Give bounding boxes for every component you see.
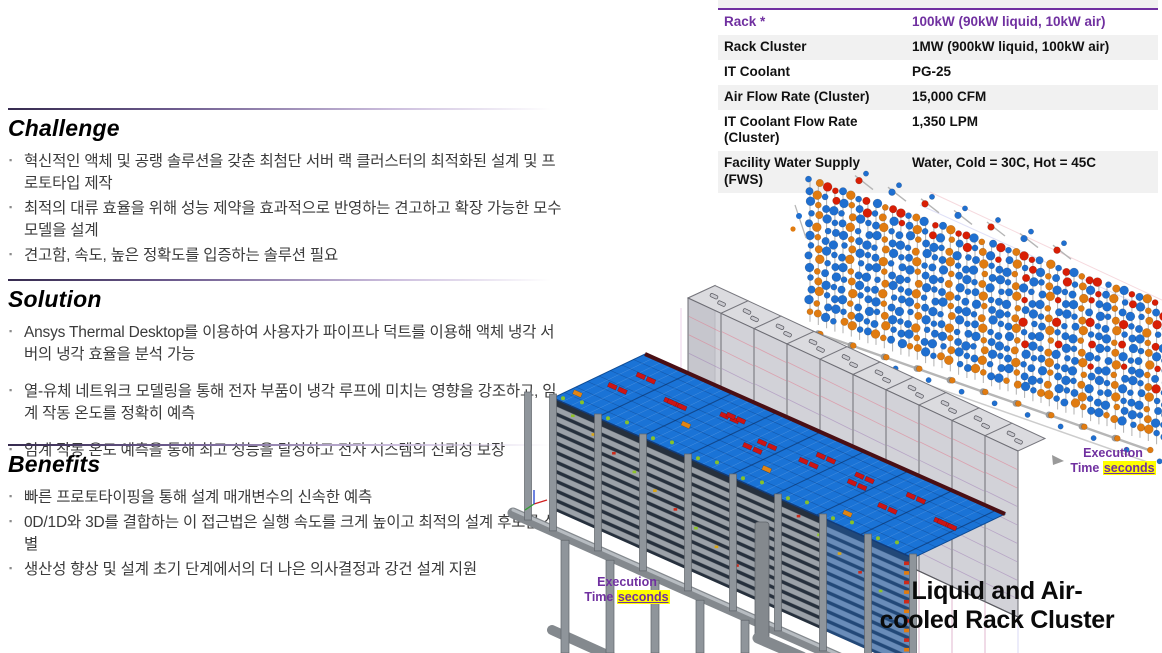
- section-title-solution: Solution: [8, 286, 102, 312]
- bullet-item: ▪ 견고함, 속도, 높은 정확도를 입증하는 솔루션 필요: [8, 245, 562, 267]
- section-divider: [8, 108, 562, 110]
- section-challenge: Challenge ▪ 혁신적인 액체 및 공랭 솔루션을 갖춘 최첨단 서버 랙…: [8, 108, 562, 270]
- spec-label: Rack Cluster: [724, 38, 807, 54]
- spec-value: PG-25: [912, 63, 952, 79]
- bullet-text: 0D/1D와 3D를 결합하는 이 접근법은 실행 속도를 크게 높이고 최적의…: [24, 514, 558, 553]
- bullet-marker: ▪: [9, 326, 12, 336]
- bullet-marker: ▪: [9, 155, 12, 165]
- bullet-marker: ▪: [9, 516, 12, 526]
- bullet-marker: ▪: [9, 202, 12, 212]
- spec-label: Facility Water Supply (FWS): [724, 155, 861, 188]
- execution-line: Execution: [597, 575, 657, 589]
- spec-table-rows: Rack *100kW (90kW liquid, 10kW air)Rack …: [718, 10, 1158, 193]
- bullet-text: 열-유체 네트워크 모델링을 통해 전자 부품이 냉각 루프에 미치는 영향을 …: [24, 383, 557, 422]
- bullet-item: ▪ 혁신적인 액체 및 공랭 솔루션을 갖춘 최첨단 서버 랙 클러스터의 최적화…: [8, 151, 562, 195]
- solution-bullet-list: ▪ Ansys Thermal Desktop를 이용하여 사용자가 파이프나 덕…: [8, 322, 562, 462]
- bullet-marker: ▪: [9, 444, 12, 454]
- bullet-text: 견고함, 속도, 높은 정확도를 입증하는 솔루션 필요: [24, 247, 339, 264]
- bullet-item: ▪ 0D/1D와 3D를 결합하는 이 접근법은 실행 속도를 크게 높이고 최적…: [8, 512, 562, 556]
- spec-value: Water, Cold = 30C, Hot = 45C: [912, 155, 1097, 171]
- execution-line: Execution: [1083, 446, 1143, 460]
- bullet-item: ▪ 빠른 프로토타이핑을 통해 설계 매개변수의 신속한 예측: [8, 487, 562, 509]
- execution-time-label-left: Execution Time seconds: [557, 575, 697, 605]
- seconds-highlight: seconds: [1102, 461, 1156, 475]
- bullet-text: Ansys Thermal Desktop를 이용하여 사용자가 파이프나 덕트…: [24, 324, 555, 363]
- bullet-text: 혁신적인 액체 및 공랭 솔루션을 갖춘 최첨단 서버 랙 클러스터의 최적화된…: [24, 153, 556, 192]
- thermal-network-model: [790, 170, 1162, 466]
- execution-time-label-right: Execution Time seconds: [1043, 446, 1162, 476]
- section-title-challenge: Challenge: [8, 115, 120, 141]
- spec-table: Rack *100kW (90kW liquid, 10kW air)Rack …: [718, 0, 1158, 193]
- bullet-text: 최적의 대류 효율을 위해 성능 제약을 효과적으로 반영하는 견고하고 확장 …: [24, 200, 562, 239]
- spec-table-row: Facility Water Supply (FWS) Water, Cold =…: [718, 151, 1158, 193]
- bullet-item: ▪ 임계 작동 온도 예측을 통해 최고 성능을 달성하고 전자 시스템의 신뢰성…: [8, 440, 562, 462]
- challenge-bullet-list: ▪ 혁신적인 액체 및 공랭 솔루션을 갖춘 최첨단 서버 랙 클러스터의 최적화…: [8, 151, 562, 267]
- bullet-marker: ▪: [9, 491, 12, 501]
- bullet-item: ▪ 최적의 대류 효율을 위해 성능 제약을 효과적으로 반영하는 견고하고 확장…: [8, 198, 562, 242]
- bullet-marker: ▪: [9, 249, 12, 259]
- bullet-marker: ▪: [9, 563, 12, 573]
- bullet-item: ▪ Ansys Thermal Desktop를 이용하여 사용자가 파이프나 덕…: [8, 322, 562, 366]
- spec-value: 1MW (900kW liquid, 100kW air): [912, 38, 1110, 54]
- section-divider: [8, 444, 562, 446]
- section-divider: [8, 279, 562, 281]
- spec-label: Rack *: [724, 14, 766, 29]
- bullet-text: 임계 작동 온도 예측을 통해 최고 성능을 달성하고 전자 시스템의 신뢰성 …: [24, 442, 506, 459]
- spec-table-row: Rack Cluster 1MW (900kW liquid, 100kW air…: [718, 34, 1158, 60]
- time-line: Time seconds: [584, 590, 670, 604]
- spec-value: 100kW (90kW liquid, 10kW air): [912, 14, 1106, 29]
- spec-table-row: Rack * 100kW (90kW liquid, 10kW air): [718, 10, 1158, 35]
- spec-table-row: Air Flow Rate (Cluster) 15,000 CFM: [718, 84, 1158, 110]
- figure-caption: Liquid and Air-cooled Rack Cluster: [879, 577, 1115, 635]
- time-line: Time seconds: [1070, 461, 1156, 475]
- bullet-text: 생산성 향상 및 설계 초기 단계에서의 더 나은 의사결정과 강건 설계 지원: [24, 561, 477, 578]
- spec-value: 15,000 CFM: [912, 88, 987, 104]
- spec-table-row: IT Coolant Flow Rate (Cluster) 1,350 LPM: [718, 110, 1158, 152]
- bullet-marker: ▪: [9, 385, 12, 395]
- bullet-item: ▪ 생산성 향상 및 설계 초기 단계에서의 더 나은 의사결정과 강건 설계 지…: [8, 559, 562, 581]
- section-solution: Solution ▪ Ansys Thermal Desktop를 이용하여 사용…: [8, 279, 562, 477]
- spec-table-row: IT Coolant PG-25: [718, 60, 1158, 85]
- bullet-text: 빠른 프로토타이핑을 통해 설계 매개변수의 신속한 예측: [24, 489, 373, 506]
- spec-label: IT Coolant Flow Rate (Cluster): [724, 113, 858, 146]
- spec-table-header-strip: [718, 0, 1158, 10]
- section-benefits: Benefits ▪빠른 프로토타이핑을 통해 설계 매개변수의 신속한 예측▪…: [8, 444, 562, 584]
- spec-label: IT Coolant: [724, 63, 790, 79]
- bullet-item: ▪ 열-유체 네트워크 모델링을 통해 전자 부품이 냉각 루프에 미치는 영향을…: [8, 381, 562, 425]
- pipe-frame: [507, 391, 917, 653]
- section-title-benefits: Benefits: [8, 451, 101, 477]
- benefits-bullet-list: ▪ 빠른 프로토타이핑을 통해 설계 매개변수의 신속한 예측 ▪ 0D/1D와 3D…: [8, 487, 562, 581]
- seconds-highlight: seconds: [616, 590, 670, 604]
- spec-value: 1,350 LPM: [912, 113, 979, 129]
- spec-label: Air Flow Rate (Cluster): [724, 88, 870, 104]
